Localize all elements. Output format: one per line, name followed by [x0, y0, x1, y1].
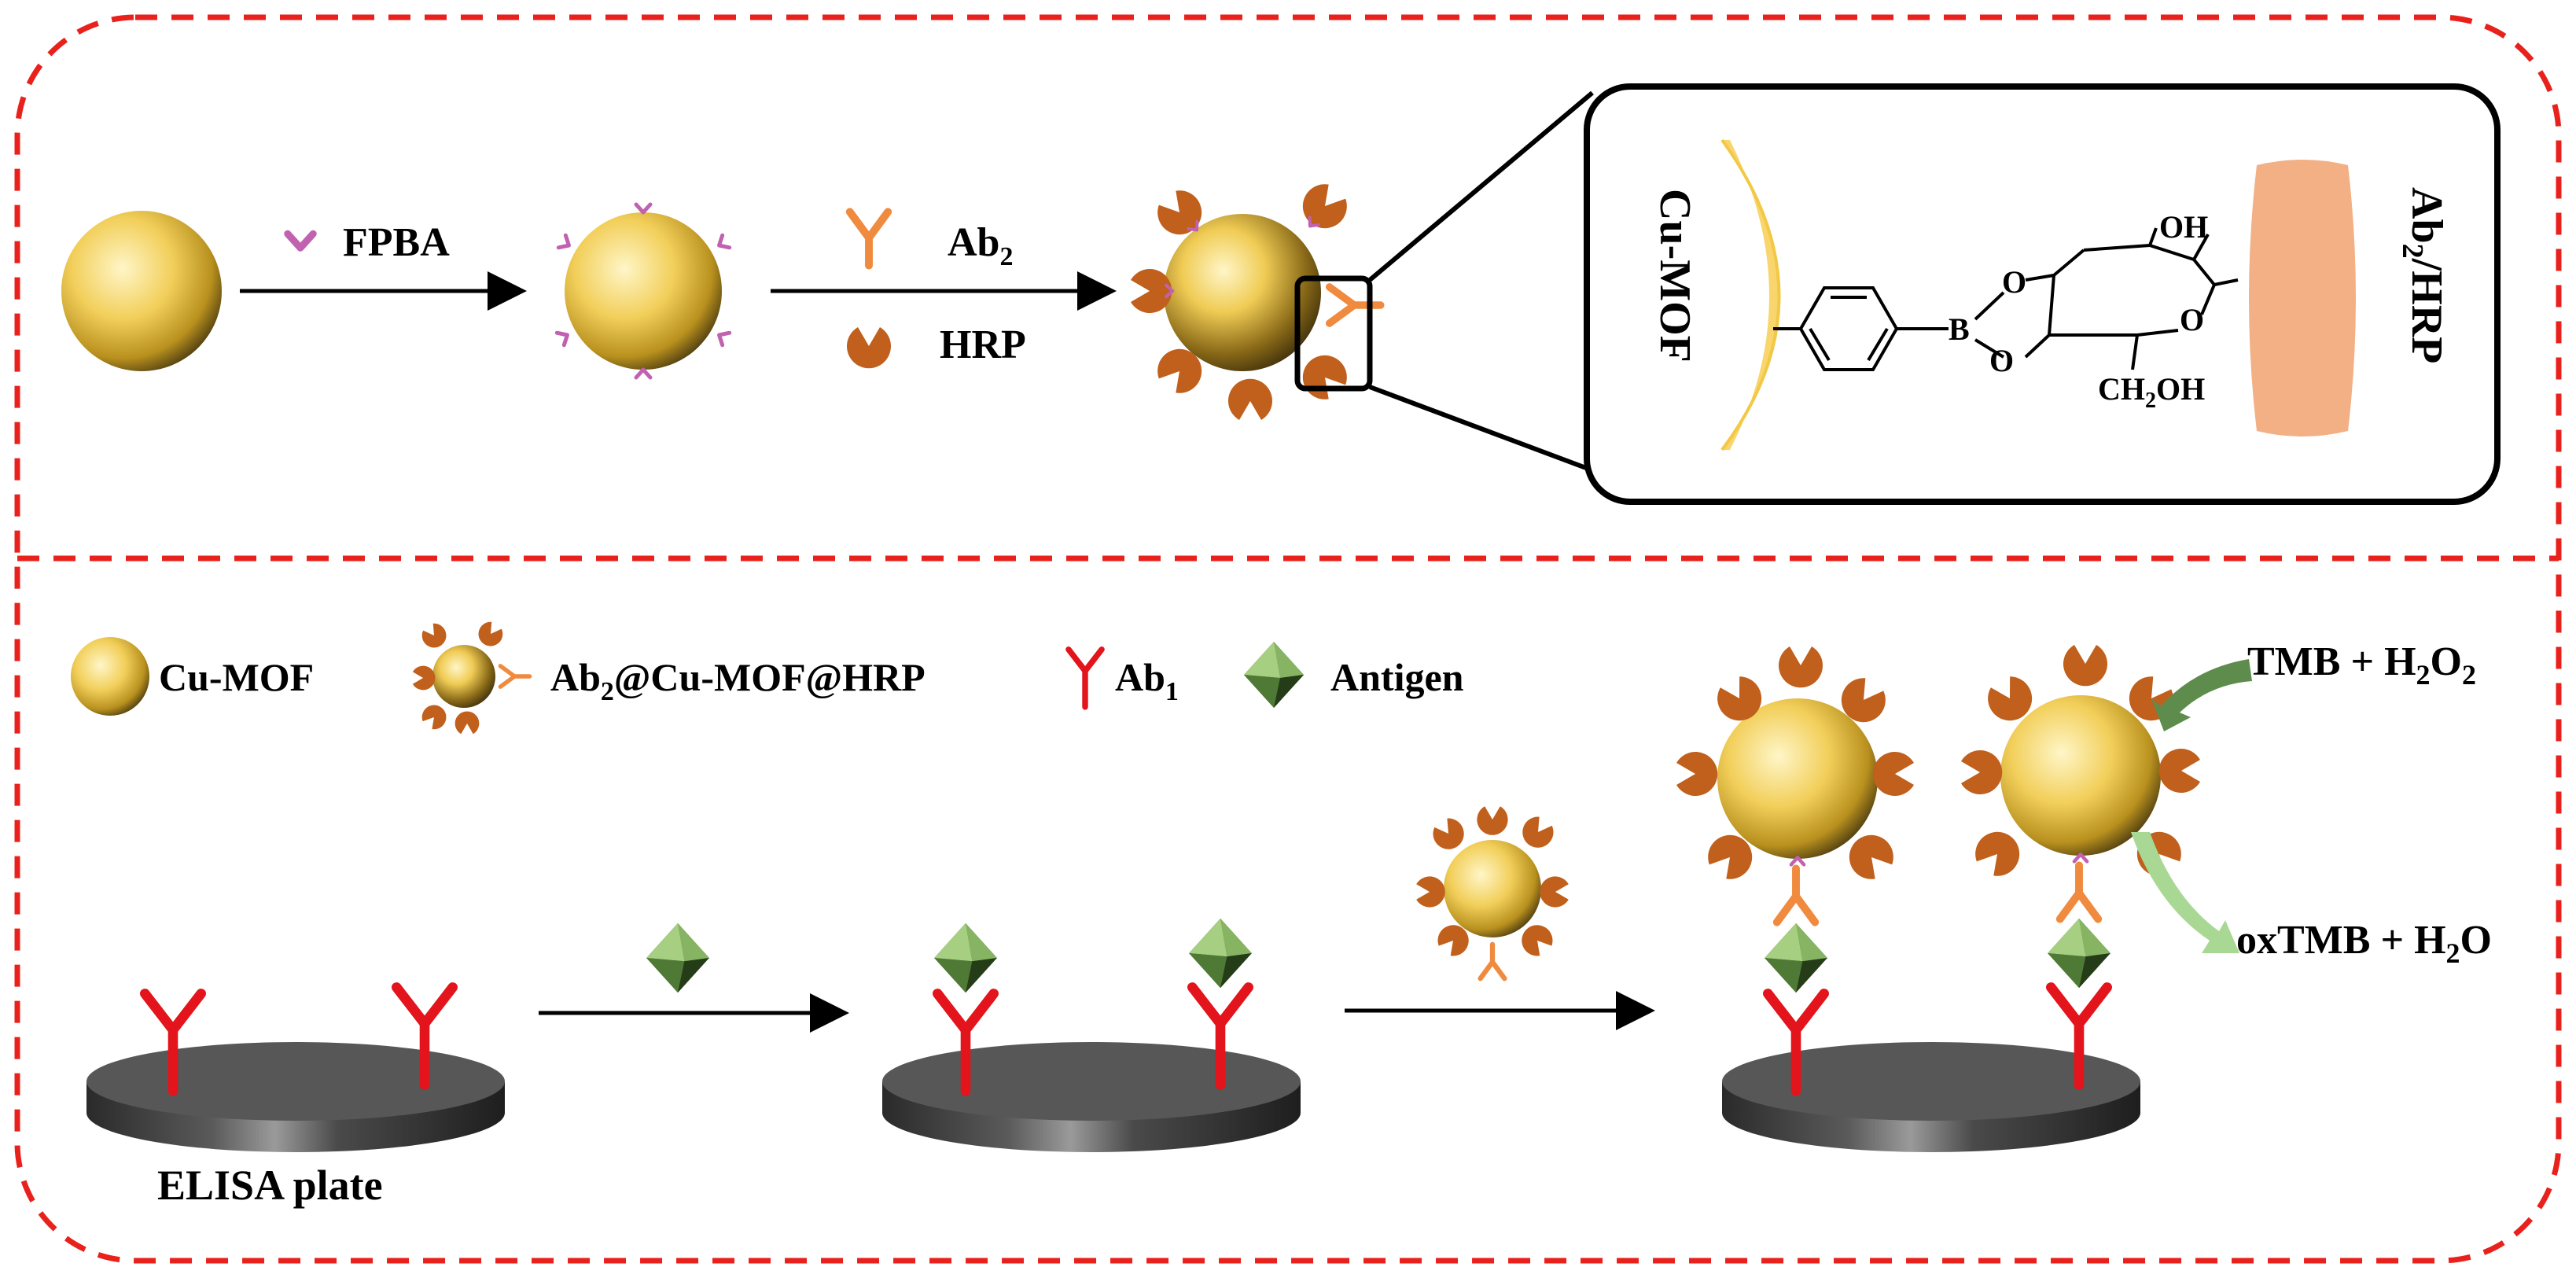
- legend-conjugate-icon: [412, 618, 530, 735]
- legend-conjugate-label: Ab2@Cu-MOF@HRP: [550, 655, 926, 706]
- conjugate-sphere: [1131, 177, 1354, 420]
- reaction-arrow-in: [2151, 659, 2252, 731]
- zoom-detail: Cu-MOF Ab2/HRP: [1584, 83, 2501, 505]
- cumof-sphere: [61, 211, 222, 371]
- legend-ab1-icon: [1069, 650, 1102, 707]
- hrp-label: HRP: [940, 322, 1026, 367]
- ab2-icon: [850, 212, 888, 265]
- protein-block: [2249, 160, 2356, 436]
- arrow-step4-conjugate: [1416, 806, 1569, 978]
- fpba-icon: [288, 234, 313, 248]
- conjugate-ab2: [1330, 287, 1381, 323]
- legend-antigen-label: Antigen: [1330, 655, 1464, 699]
- legend-antigen-icon: [1244, 642, 1304, 708]
- bottom-panel: ELISA plate: [86, 639, 2492, 1209]
- ab2-label: Ab2: [948, 220, 1013, 271]
- legend-ab1-label: Ab1: [1115, 655, 1179, 706]
- hrp-icon: [847, 327, 891, 369]
- fpba-sphere: [557, 204, 729, 378]
- bound-conjugate-1: [1676, 646, 1914, 886]
- atom-o-lower: O: [1989, 343, 2014, 378]
- bound-conjugate-2: [1961, 645, 2200, 883]
- atom-o-upper: O: [2002, 264, 2026, 300]
- group-ch2oh: CH2OH: [2098, 371, 2205, 413]
- chemical-structure: [1773, 227, 2239, 371]
- reagent-label: TMB + H2O2: [2247, 639, 2476, 691]
- elisa-plate-3: [1722, 865, 2140, 1152]
- zoom-selector: [1294, 275, 1373, 392]
- elisa-plate-2: [882, 918, 1301, 1152]
- zoom-right-label: Ab2/HRP: [2396, 187, 2451, 363]
- group-oh: OH: [2159, 209, 2208, 245]
- atom-o-ring: O: [2180, 302, 2204, 337]
- legend-cumof-label: Cu-MOF: [159, 655, 314, 699]
- elisa-plate-1: [86, 987, 505, 1152]
- product-label: oxTMB + H2O: [2236, 918, 2492, 969]
- top-panel: FPBA Ab2 HRP: [61, 83, 2501, 505]
- legend: Cu-MOF Ab2@Cu-MOF@HRP Ab1 Antigen: [71, 618, 1464, 735]
- fpba-label: FPBA: [343, 220, 450, 265]
- atom-b: B: [1949, 311, 1970, 347]
- zoom-line-top: [1368, 90, 1594, 282]
- zoom-line-bottom: [1368, 385, 1594, 473]
- legend-cumof-icon: [71, 637, 149, 716]
- reaction-arrow-out: [2131, 832, 2239, 953]
- arrow-step3-antigen: [646, 923, 709, 993]
- plate-label: ELISA plate: [157, 1162, 383, 1209]
- zoom-left-label: Cu-MOF: [1650, 189, 1699, 363]
